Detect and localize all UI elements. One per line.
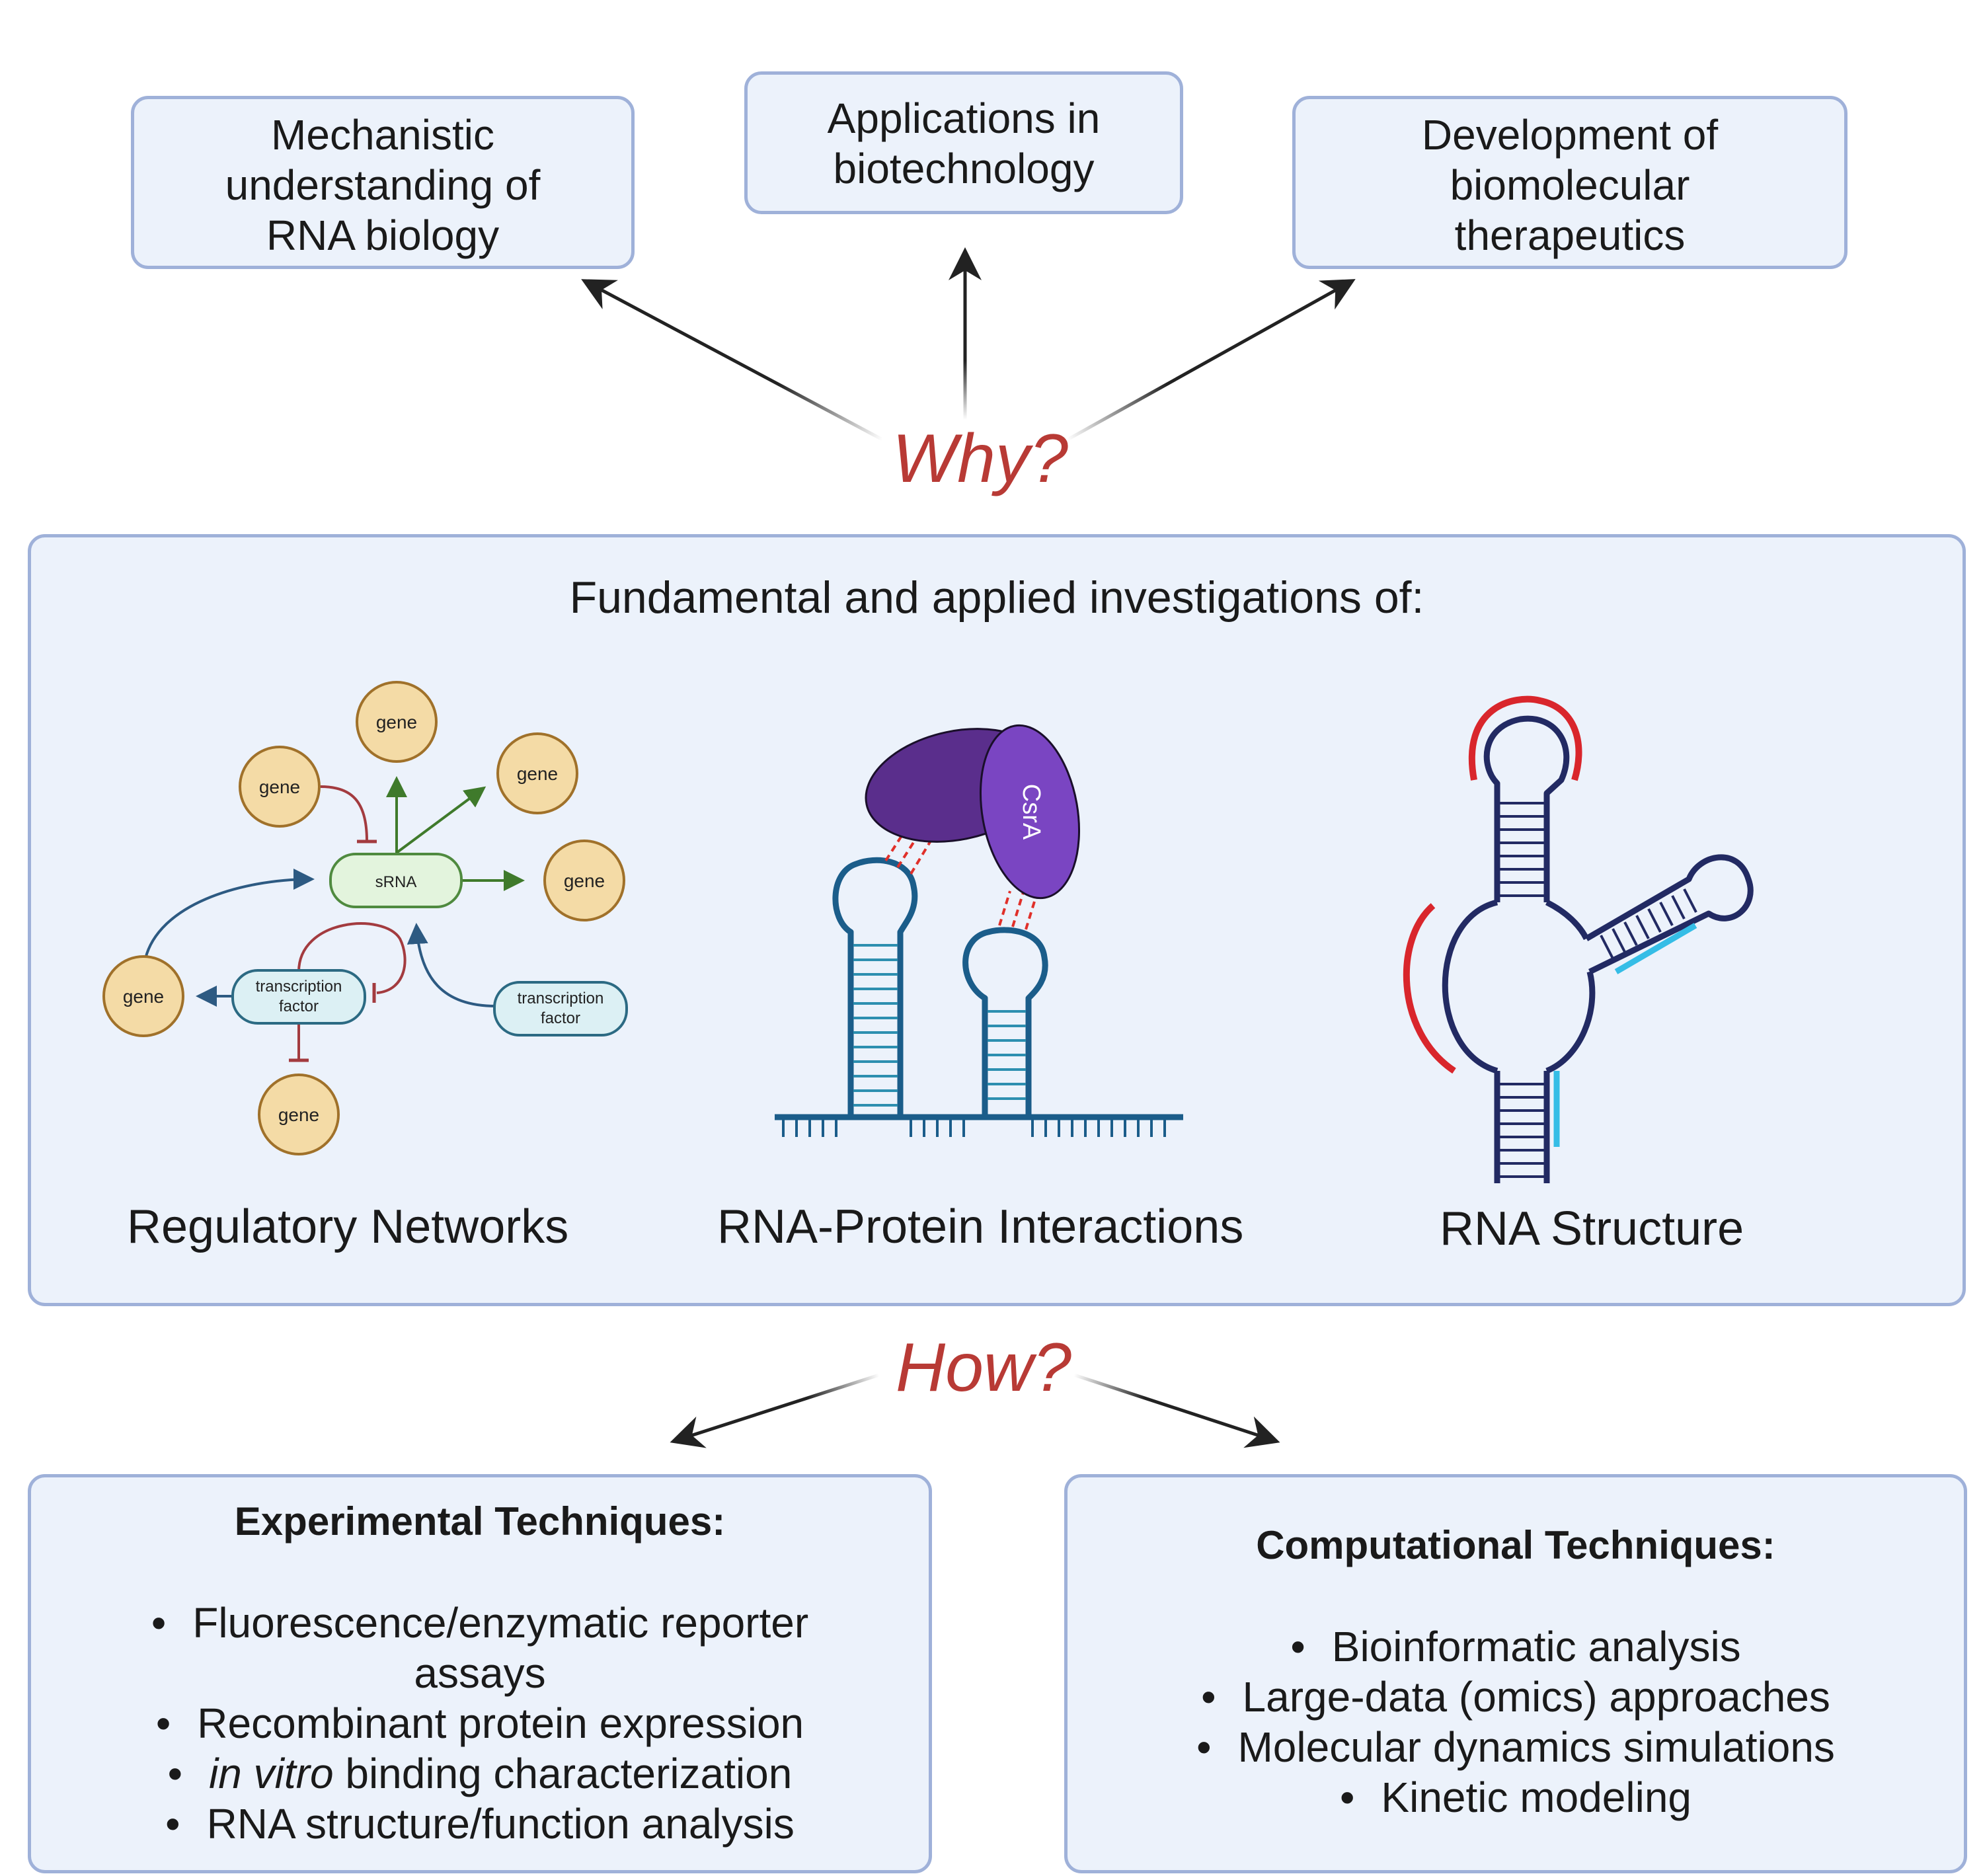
protein-rna-contacts	[884, 826, 1038, 930]
experimental-techniques-box: Experimental Techniques: •Fluorescence/e…	[28, 1474, 932, 1873]
gene-node: gene	[258, 1074, 340, 1155]
srna-node	[329, 853, 463, 908]
bottom-stem-base-pairs	[1500, 1083, 1544, 1178]
rna-structure-outline	[1584, 854, 1754, 975]
svg-text:gene: gene	[376, 712, 417, 732]
gene-node: gene	[543, 840, 625, 921]
protein-label: CsrA	[1017, 784, 1045, 840]
binding-site-marker	[1614, 923, 1697, 974]
gene-node: gene	[356, 681, 438, 763]
transcription-factor-label: factor	[279, 997, 319, 1015]
regulation-arrow	[144, 869, 315, 959]
outcome-text-line: Mechanistic	[271, 111, 494, 159]
transcription-factor-node	[231, 969, 366, 1025]
list-item-continuation: assays	[414, 1649, 546, 1697]
transcription-factor-label: transcription	[518, 990, 604, 1007]
outcome-text-line: biotechnology	[833, 145, 1095, 192]
outcome-text-line: Applications in	[827, 95, 1101, 142]
rna-hairpin-2	[962, 927, 1048, 1117]
rna-structure-illustration	[1403, 695, 1754, 1183]
svg-text:gene: gene	[517, 763, 558, 784]
transcription-factor-label: transcription	[256, 978, 342, 996]
svg-text:gene: gene	[278, 1105, 319, 1125]
outcome-box-therapeutics: Development of biomolecular therapeutics	[1292, 96, 1847, 269]
accessibility-arc	[1403, 903, 1456, 1074]
repression-arrow	[320, 785, 368, 841]
outcome-box-mechanistic: Mechanistic understanding of RNA biology	[131, 96, 635, 269]
computational-techniques-list: •Bioinformatic analysis •Large-data (omi…	[1068, 1622, 1964, 1822]
rna-structure-outline	[1483, 715, 1570, 902]
investigations-heading: Fundamental and applied investigations o…	[569, 572, 1424, 623]
list-item: •RNA structure/function analysis	[165, 1800, 795, 1848]
list-item: •Fluorescence/enzymatic reporter	[151, 1599, 809, 1647]
unpaired-bases	[782, 1117, 1166, 1137]
arrow-to-computational	[1073, 1373, 1280, 1448]
list-item: •Kinetic modeling	[1340, 1774, 1691, 1821]
computational-techniques-title: Computational Techniques:	[1256, 1523, 1775, 1567]
protein-subunit	[979, 724, 1081, 900]
outcome-box-applications: Applications in biotechnology	[744, 71, 1183, 214]
srna-label: sRNA	[375, 873, 417, 891]
rna-hairpin-1	[832, 857, 918, 1117]
outcome-text-line: Development of	[1421, 111, 1719, 159]
activation-arrow	[395, 786, 486, 854]
rna-structure-outline	[1442, 899, 1596, 1074]
outcome-text-line: understanding of	[225, 161, 541, 209]
repression-arrow	[297, 922, 407, 994]
caption-regulatory-networks: Regulatory Networks	[127, 1200, 569, 1253]
why-label: Why?	[892, 420, 1068, 497]
list-item: •Molecular dynamics simulations	[1196, 1723, 1835, 1771]
accessibility-arc	[1468, 695, 1582, 781]
transcription-factor-node	[493, 981, 628, 1036]
list-item: •in vitro binding characterization	[167, 1750, 793, 1797]
investigations-box: Fundamental and applied investigations o…	[28, 534, 1966, 1306]
rna-structure-outline	[1494, 1071, 1550, 1183]
hairpin-2-base-pairs	[988, 1010, 1026, 1100]
list-item: •Large-data (omics) approaches	[1201, 1673, 1830, 1721]
transcription-factor-label: factor	[541, 1009, 580, 1027]
outcome-text-line: therapeutics	[1454, 212, 1686, 259]
arrow-to-experimental	[670, 1373, 880, 1448]
regulatory-network-illustration: sRNA transcription factor transcription …	[102, 681, 628, 1155]
hairpin-1-base-pairs	[853, 944, 898, 1107]
top-stem-base-pairs	[1500, 802, 1544, 897]
regulation-arrow	[407, 923, 496, 1007]
caption-rna-structure: RNA Structure	[1440, 1202, 1744, 1255]
outcome-text-line: biomolecular	[1450, 161, 1690, 209]
experimental-techniques-title: Experimental Techniques:	[234, 1499, 726, 1544]
rna-protein-illustration: CsrA	[775, 724, 1183, 1137]
gene-node: gene	[239, 746, 321, 828]
arrow-to-therapeutics	[1066, 279, 1356, 442]
outcome-text-line: RNA biology	[266, 212, 500, 259]
computational-techniques-box: Computational Techniques: •Bioinformatic…	[1064, 1474, 1967, 1873]
gene-node: gene	[102, 955, 184, 1037]
gene-node: gene	[496, 732, 578, 814]
svg-text:gene: gene	[564, 871, 605, 891]
list-item: •Recombinant protein expression	[155, 1700, 804, 1747]
arrow-to-mechanistic	[581, 279, 884, 442]
experimental-techniques-list: •Fluorescence/enzymatic reporter assays …	[31, 1598, 929, 1849]
side-stem-base-pairs	[1600, 888, 1697, 959]
svg-text:gene: gene	[259, 777, 300, 797]
caption-rna-protein-interactions: RNA-Protein Interactions	[717, 1200, 1244, 1253]
how-label: How?	[896, 1329, 1071, 1406]
svg-text:gene: gene	[123, 986, 164, 1007]
list-item: •Bioinformatic analysis	[1290, 1623, 1741, 1670]
